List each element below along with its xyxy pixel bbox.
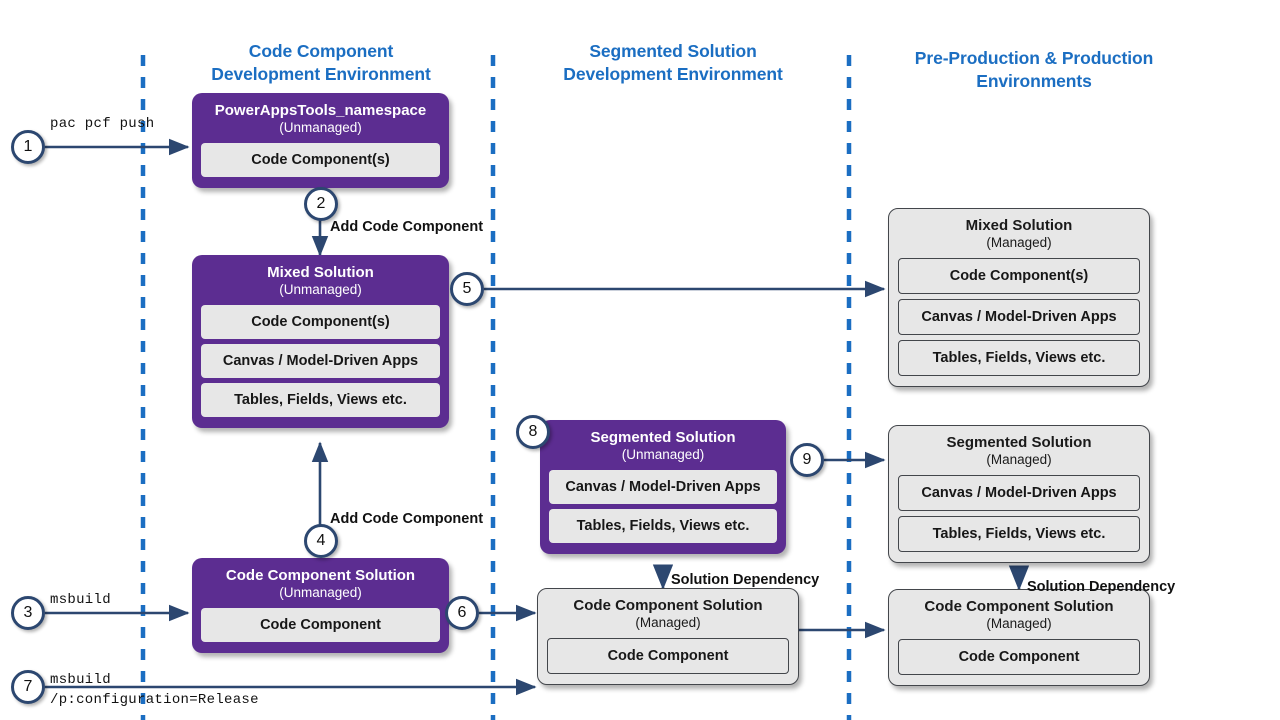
- step-marker-5[interactable]: 5: [450, 272, 484, 306]
- column-title-line1: Segmented Solution: [589, 41, 757, 61]
- box-header: Segmented Solution (Unmanaged): [549, 429, 777, 463]
- box-mixed-solution-unmanaged[interactable]: Mixed Solution (Unmanaged) Code Componen…: [192, 255, 449, 428]
- column-title-code-component-dev: Code Component Development Environment: [186, 40, 456, 87]
- box-title: Code Component Solution: [225, 567, 416, 584]
- step-marker-1[interactable]: 1: [11, 130, 45, 164]
- box-subtitle: (Unmanaged): [621, 446, 705, 462]
- label-msbuild-release-line2: /p:configuration=Release: [50, 692, 259, 708]
- label-msbuild-release-line1: msbuild: [50, 672, 111, 688]
- box-powerappstools-namespace[interactable]: PowerAppsTools_namespace (Unmanaged) Cod…: [192, 93, 449, 188]
- chip-tables-fields-views[interactable]: Tables, Fields, Views etc.: [201, 382, 440, 417]
- chip-code-components[interactable]: Code Component(s): [201, 304, 440, 339]
- box-title: PowerAppsTools_namespace: [214, 102, 427, 119]
- label-msbuild: msbuild: [50, 592, 111, 608]
- box-header: Code Component Solution (Managed): [547, 597, 789, 631]
- box-subtitle: (Managed): [635, 614, 701, 630]
- box-title: Mixed Solution: [965, 217, 1073, 234]
- chip-code-component[interactable]: Code Component: [547, 637, 789, 674]
- box-header: Code Component Solution (Managed): [898, 598, 1140, 632]
- label-solution-dependency-middle: Solution Dependency: [671, 572, 820, 588]
- chip-code-components[interactable]: Code Component(s): [201, 142, 440, 177]
- step-marker-6[interactable]: 6: [445, 596, 479, 630]
- chip-canvas-model-driven-apps[interactable]: Canvas / Model-Driven Apps: [898, 474, 1140, 511]
- step-marker-3[interactable]: 3: [11, 596, 45, 630]
- box-code-component-solution-managed-right[interactable]: Code Component Solution (Managed) Code C…: [888, 589, 1150, 686]
- box-title: Segmented Solution: [946, 434, 1092, 451]
- box-subtitle: (Unmanaged): [279, 281, 362, 297]
- step-marker-9[interactable]: 9: [790, 443, 824, 477]
- chip-code-component[interactable]: Code Component: [201, 607, 440, 642]
- column-title-pre-prod-prod: Pre-Production & Production Environments: [882, 47, 1186, 94]
- box-subtitle: (Unmanaged): [279, 584, 362, 600]
- step-marker-8[interactable]: 8: [516, 415, 550, 449]
- chip-code-component[interactable]: Code Component: [898, 638, 1140, 675]
- box-title: Code Component Solution: [924, 598, 1114, 615]
- chip-tables-fields-views[interactable]: Tables, Fields, Views etc.: [898, 515, 1140, 552]
- box-segmented-solution-managed[interactable]: Segmented Solution (Managed) Canvas / Mo…: [888, 425, 1150, 563]
- box-title: Mixed Solution: [267, 264, 374, 281]
- box-subtitle: (Managed): [986, 451, 1052, 467]
- label-solution-dependency-right: Solution Dependency: [1027, 579, 1176, 595]
- chip-code-components[interactable]: Code Component(s): [898, 257, 1140, 294]
- step-marker-4[interactable]: 4: [304, 524, 338, 558]
- box-mixed-solution-managed[interactable]: Mixed Solution (Managed) Code Component(…: [888, 208, 1150, 387]
- chip-tables-fields-views[interactable]: Tables, Fields, Views etc.: [898, 339, 1140, 376]
- box-header: Code Component Solution (Unmanaged): [201, 567, 440, 601]
- box-title: Segmented Solution: [590, 429, 736, 446]
- column-title-line2: Environments: [976, 71, 1092, 92]
- box-subtitle: (Unmanaged): [279, 119, 362, 135]
- box-code-component-solution-unmanaged[interactable]: Code Component Solution (Unmanaged) Code…: [192, 558, 449, 653]
- box-header: Segmented Solution (Managed): [898, 434, 1140, 468]
- chip-tables-fields-views[interactable]: Tables, Fields, Views etc.: [549, 508, 777, 543]
- label-add-code-component-top: Add Code Component: [330, 219, 484, 235]
- box-subtitle: (Managed): [986, 234, 1052, 250]
- column-title-line1: Pre-Production & Production: [914, 48, 1154, 68]
- box-title: Code Component Solution: [573, 597, 763, 614]
- column-title-line1: Code Component: [248, 41, 394, 61]
- step-marker-2[interactable]: 2: [304, 187, 338, 221]
- column-title-segmented-solution-dev: Segmented Solution Development Environme…: [535, 40, 811, 87]
- column-title-line2: Development Environment: [563, 64, 783, 85]
- column-title-line2: Development Environment: [211, 64, 431, 85]
- chip-canvas-model-driven-apps[interactable]: Canvas / Model-Driven Apps: [898, 298, 1140, 335]
- chip-canvas-model-driven-apps[interactable]: Canvas / Model-Driven Apps: [549, 469, 777, 504]
- box-segmented-solution-unmanaged[interactable]: Segmented Solution (Unmanaged) Canvas / …: [540, 420, 786, 554]
- step-marker-7[interactable]: 7: [11, 670, 45, 704]
- box-subtitle: (Managed): [986, 615, 1052, 631]
- label-add-code-component-bottom: Add Code Component: [330, 511, 484, 527]
- box-header: Mixed Solution (Unmanaged): [201, 264, 440, 298]
- chip-canvas-model-driven-apps[interactable]: Canvas / Model-Driven Apps: [201, 343, 440, 378]
- box-header: Mixed Solution (Managed): [898, 217, 1140, 251]
- label-pac-pcf-push: pac pcf push: [50, 116, 155, 132]
- box-header: PowerAppsTools_namespace (Unmanaged): [201, 102, 440, 136]
- box-code-component-solution-managed-middle[interactable]: Code Component Solution (Managed) Code C…: [537, 588, 799, 685]
